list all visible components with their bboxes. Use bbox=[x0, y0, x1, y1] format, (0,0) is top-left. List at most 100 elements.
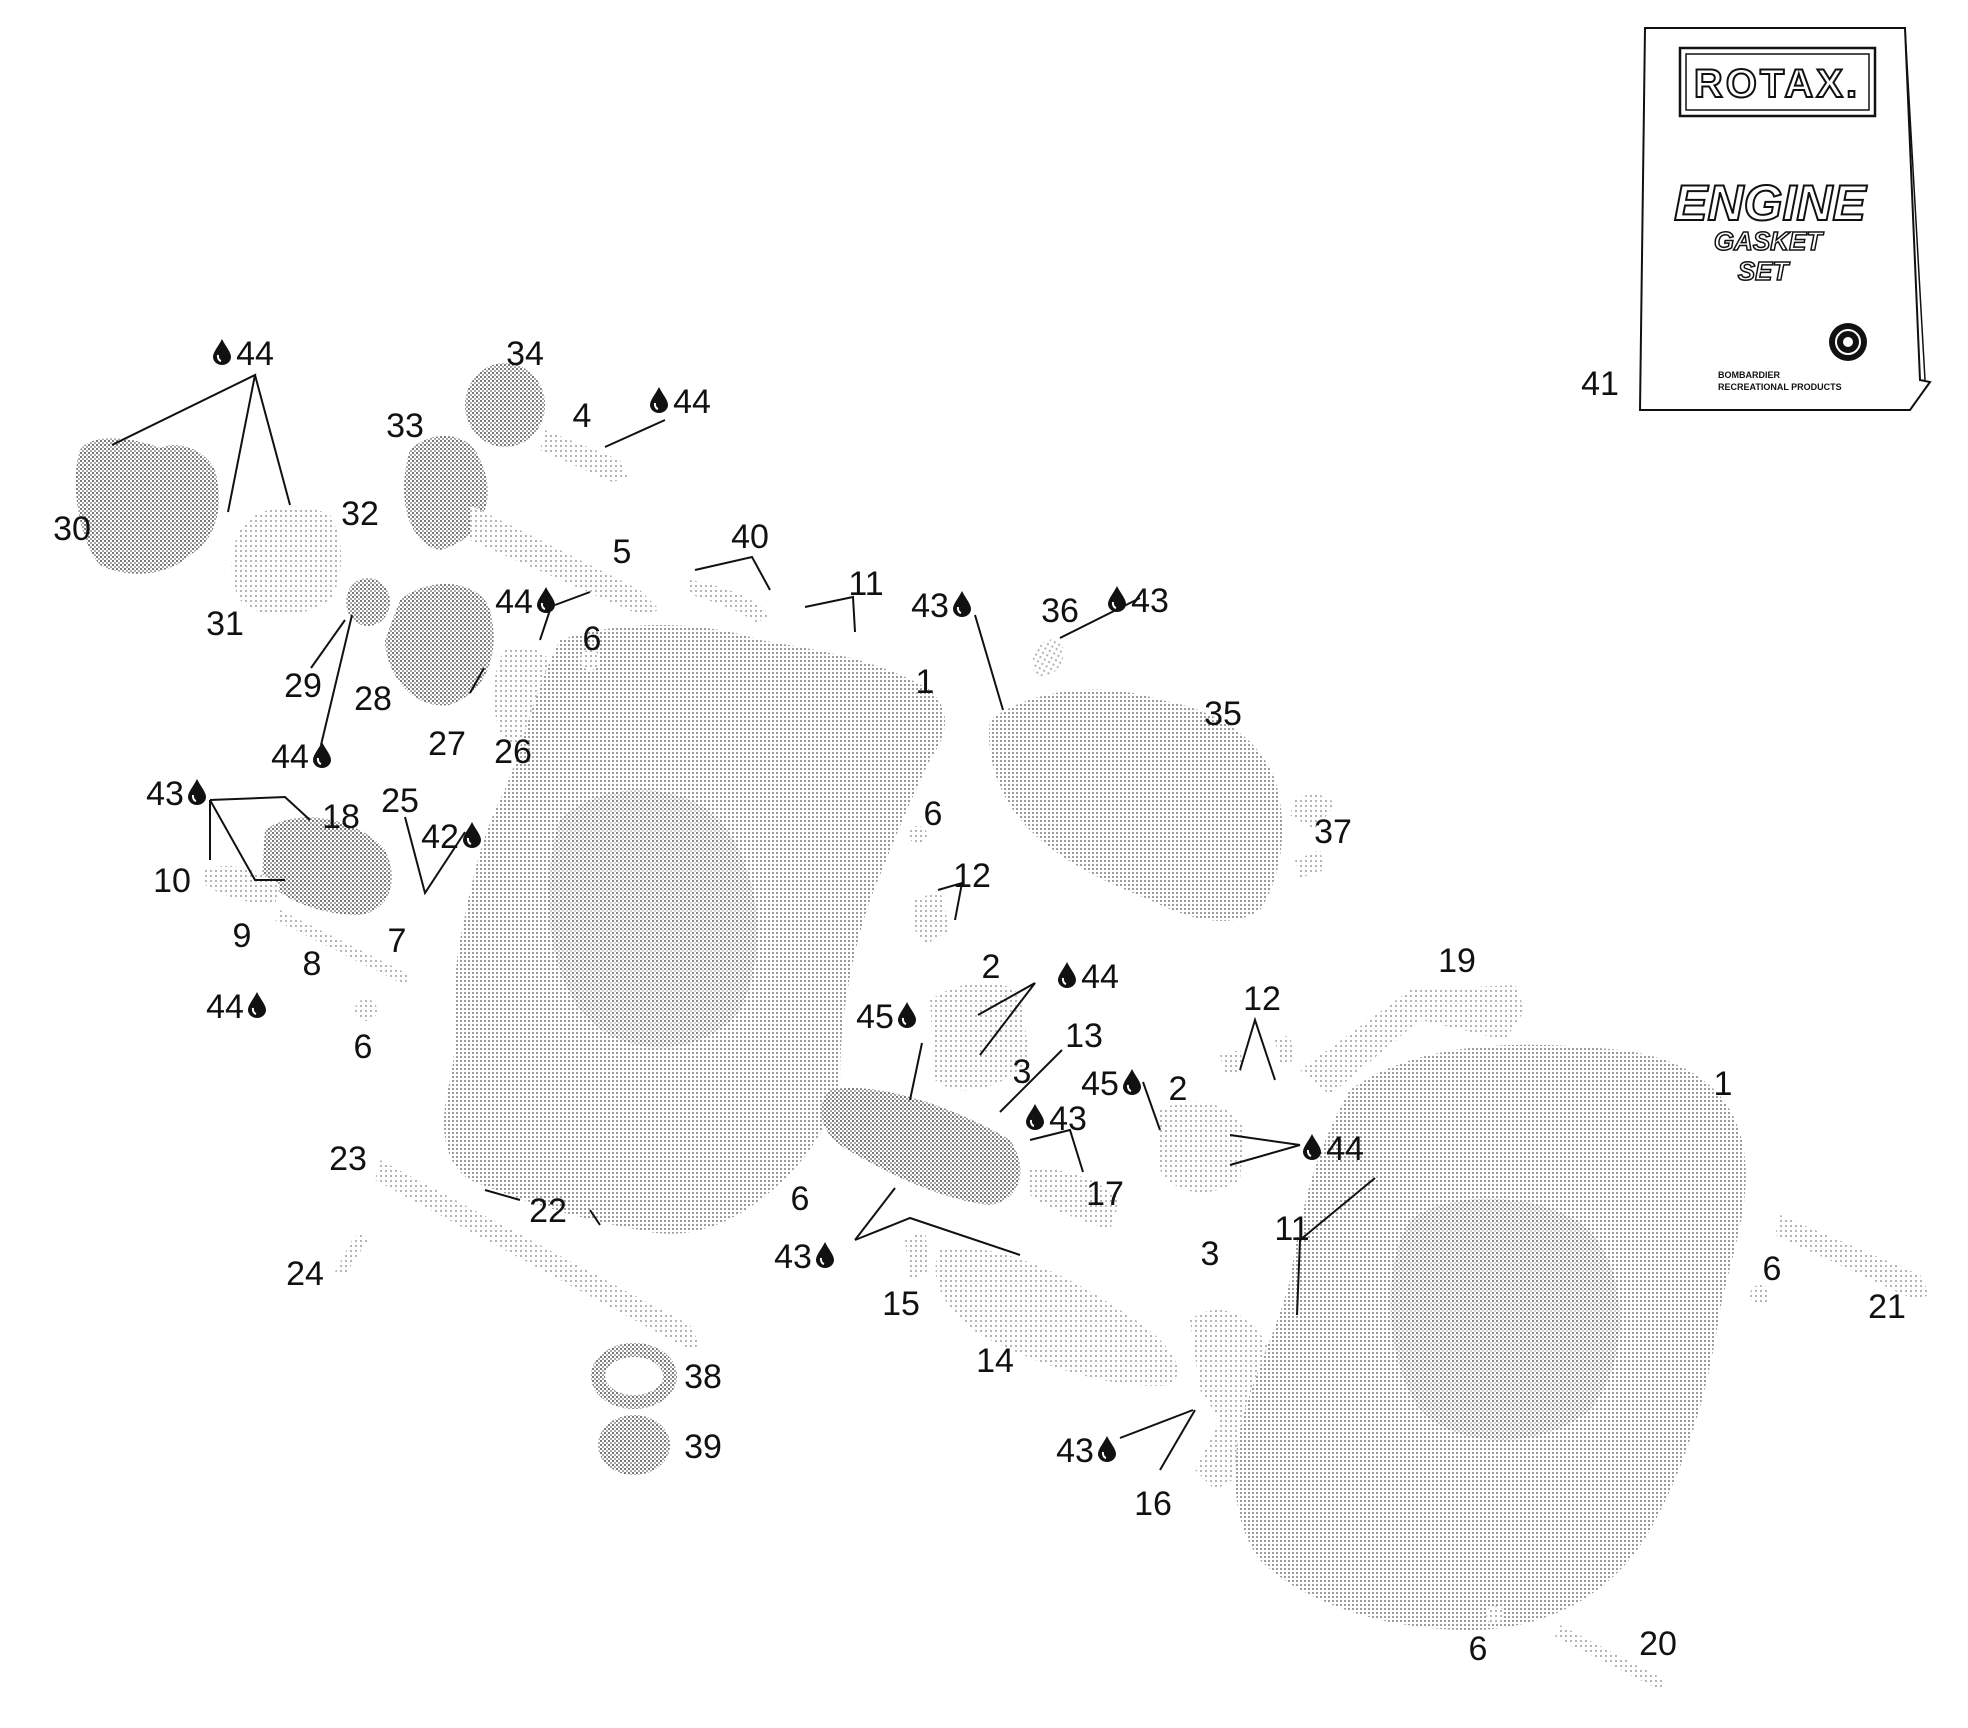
part-38 bbox=[591, 1343, 677, 1409]
part-label-3b: 3 bbox=[1201, 1235, 1220, 1273]
part-6-b bbox=[580, 650, 600, 670]
lubricant-drop-icon bbox=[247, 992, 267, 1018]
part-15 bbox=[905, 1230, 930, 1280]
kit-maker-2: RECREATIONAL PRODUCTS bbox=[1718, 382, 1842, 392]
part-24 bbox=[335, 1232, 368, 1275]
part-label-18: 18 bbox=[322, 798, 360, 836]
part-label-44d: 44 bbox=[271, 738, 309, 776]
part-39 bbox=[598, 1415, 670, 1475]
part-20 bbox=[1555, 1625, 1665, 1690]
part-6-c bbox=[909, 826, 927, 844]
part-label-43e: 43 bbox=[774, 1238, 812, 1276]
part-1-left-crankcase-face bbox=[548, 790, 758, 1048]
part-6-a bbox=[355, 999, 377, 1021]
part-label-8: 8 bbox=[303, 945, 322, 983]
lubricant-drop-icon bbox=[312, 742, 332, 768]
kit-title-text: ENGINE bbox=[1674, 175, 1867, 231]
leader-lines bbox=[111, 373, 1376, 1471]
part-9 bbox=[205, 865, 280, 905]
part-label-44f: 44 bbox=[206, 988, 244, 1026]
part-14 bbox=[935, 1248, 1178, 1386]
part-2-a bbox=[930, 982, 1030, 1091]
lubricant-drop-icon bbox=[952, 591, 972, 617]
part-label-44c: 44 bbox=[495, 583, 533, 621]
part-label-30: 30 bbox=[53, 510, 91, 548]
part-label-1a: 1 bbox=[916, 663, 935, 701]
part-label-5: 5 bbox=[613, 533, 632, 571]
part-37 bbox=[1290, 794, 1335, 878]
kit-maker-1: BOMBARDIER bbox=[1718, 370, 1780, 380]
lubricant-drop-icon bbox=[649, 387, 669, 413]
part-label-35: 35 bbox=[1204, 695, 1242, 733]
part-label-4: 4 bbox=[573, 397, 592, 435]
part-5 bbox=[470, 505, 660, 615]
part-19 bbox=[1300, 985, 1525, 1095]
lubricant-drop-icon bbox=[1302, 1134, 1322, 1160]
lubricant-drop-icon bbox=[897, 1002, 917, 1028]
part-label-11a: 11 bbox=[848, 565, 883, 603]
part-label-38: 38 bbox=[684, 1358, 722, 1396]
part-label-44e: 44 bbox=[1081, 958, 1119, 996]
part-label-31: 31 bbox=[206, 605, 244, 643]
lubricant-drop-icon bbox=[1097, 1436, 1117, 1462]
part-label-12b: 12 bbox=[1243, 980, 1281, 1018]
part-2-b bbox=[1160, 1101, 1245, 1193]
part-label-28: 28 bbox=[354, 680, 392, 718]
part-label-23: 23 bbox=[329, 1140, 367, 1178]
part-label-2b: 2 bbox=[1169, 1070, 1188, 1108]
part-label-12a: 12 bbox=[953, 857, 991, 895]
part-label-34: 34 bbox=[506, 335, 544, 373]
part-30 bbox=[75, 438, 219, 574]
part-33 bbox=[404, 436, 488, 550]
part-label-40: 40 bbox=[731, 518, 769, 556]
part-22 bbox=[375, 1160, 700, 1350]
part-label-17: 17 bbox=[1086, 1175, 1124, 1213]
part-label-43d: 43 bbox=[1049, 1100, 1087, 1138]
part-label-44g: 44 bbox=[1326, 1130, 1364, 1168]
part-label-41: 41 bbox=[1581, 365, 1619, 403]
kit-brand-text: ROTAX. bbox=[1694, 62, 1860, 106]
lubricant-drop-icon bbox=[1107, 586, 1127, 612]
lubricant-drop-icon bbox=[815, 1242, 835, 1268]
part-label-27: 27 bbox=[428, 725, 466, 763]
part-label-6d: 6 bbox=[791, 1180, 810, 1218]
part-label-43b: 43 bbox=[1131, 582, 1169, 620]
part-label-6c: 6 bbox=[354, 1028, 373, 1066]
part-label-43a: 43 bbox=[911, 587, 949, 625]
part-label-26: 26 bbox=[494, 733, 532, 771]
part-label-37: 37 bbox=[1314, 813, 1352, 851]
part-1-right-crankcase-face bbox=[1390, 1198, 1620, 1440]
part-35 bbox=[989, 689, 1283, 921]
part-28 bbox=[385, 583, 494, 706]
part-label-19: 19 bbox=[1438, 942, 1476, 980]
part-label-6b: 6 bbox=[924, 795, 943, 833]
part-label-7: 7 bbox=[388, 922, 407, 960]
part-label-44b: 44 bbox=[673, 383, 711, 421]
part-label-39: 39 bbox=[684, 1428, 722, 1466]
part-13 bbox=[821, 1088, 1021, 1205]
gasket-kit-package: ROTAX. ENGINE GASKET SET BOMBARDIER RECR… bbox=[1638, 27, 1932, 411]
kit-subtitle-2: SET bbox=[1738, 256, 1791, 286]
part-label-42: 42 bbox=[421, 818, 459, 856]
lubricant-drop-icon bbox=[212, 339, 232, 365]
part-label-6f: 6 bbox=[1469, 1630, 1488, 1668]
part-8 bbox=[275, 910, 410, 985]
part-label-6e: 6 bbox=[1763, 1250, 1782, 1288]
part-label-21: 21 bbox=[1868, 1288, 1906, 1326]
part-29 bbox=[346, 578, 390, 626]
part-label-2a: 2 bbox=[982, 948, 1001, 986]
part-12-a bbox=[915, 890, 950, 945]
lubricant-drop-icon bbox=[187, 779, 207, 805]
part-21 bbox=[1775, 1215, 1930, 1300]
part-label-1b: 1 bbox=[1714, 1065, 1733, 1103]
part-label-22: 22 bbox=[529, 1192, 567, 1230]
part-17 bbox=[1030, 1169, 1120, 1230]
part-label-44: 44 bbox=[236, 335, 274, 373]
part-label-45b: 45 bbox=[1081, 1065, 1119, 1103]
kit-subtitle-1: GASKET bbox=[1714, 226, 1824, 256]
part-12-b bbox=[1220, 1035, 1295, 1075]
part-34 bbox=[465, 363, 545, 447]
